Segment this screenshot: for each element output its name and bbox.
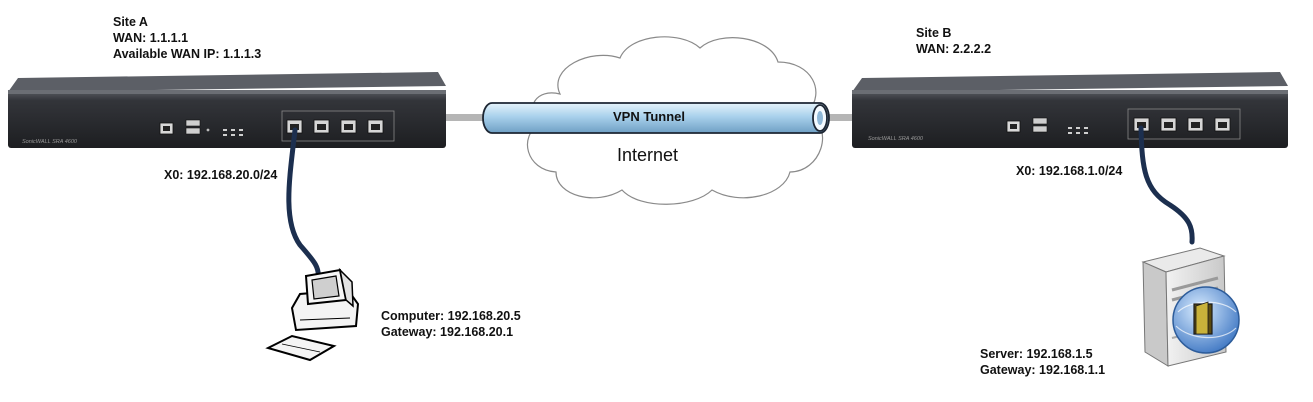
firewall-appliance-site-b: SonicWALL SRA 4600 [852,72,1288,148]
vpn-tunnel-label: VPN Tunnel [613,109,685,124]
server-icon [1141,247,1240,367]
firewall-appliance-site-a: SonicWALL SRA 4600 [8,72,446,148]
site-b-x0-subnet: X0: 192.168.1.0/24 [1016,164,1123,178]
server-gateway: Gateway: 192.168.1.1 [980,363,1106,377]
wan-link-right [820,114,852,121]
usb-port [185,119,201,127]
usb-port [1032,117,1048,125]
server-ip: Server: 192.168.1.5 [980,347,1093,361]
usb-port [185,127,201,135]
site-a-available-wan-ip: Available WAN IP: 1.1.1.3 [113,47,262,61]
site-a-x0-subnet: X0: 192.168.20.0/24 [164,168,278,182]
vpn-tunnel [482,102,830,134]
computer-icon [265,267,360,362]
appliance-brand-label: SonicWALL SRA 4600 [22,139,78,145]
computer-gateway: Gateway: 192.168.20.1 [381,325,514,339]
site-a-title: Site A [113,15,148,29]
site-b-wan: WAN: 2.2.2.2 [916,42,992,56]
site-a-wan: WAN: 1.1.1.1 [113,31,189,45]
lan-cable-site-b [1138,125,1195,245]
computer-ip: Computer: 192.168.20.5 [381,309,521,323]
internet-label: Internet [617,145,679,165]
site-b-title: Site B [916,26,952,40]
wan-link-left [446,114,492,121]
usb-port [1032,125,1048,133]
lan-cable-site-a [286,127,321,283]
appliance-brand-label: SonicWALL SRA 4600 [868,136,924,142]
